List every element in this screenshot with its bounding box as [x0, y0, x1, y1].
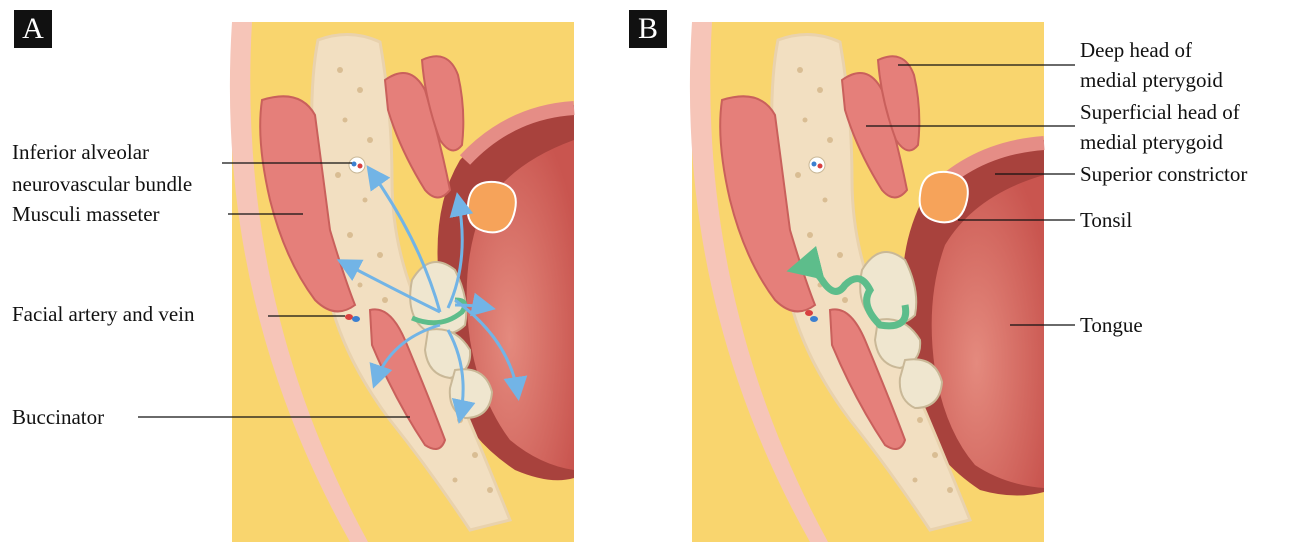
tonsil-b	[920, 172, 968, 222]
panel-label-a: A	[14, 10, 52, 48]
panel-b-drawing	[690, 22, 1044, 542]
label-deep-head-line1: Deep head of	[1080, 38, 1192, 62]
label-inferior-alveolar-line1: Inferior alveolar	[12, 140, 149, 164]
inferior-alveolar-bundle-b	[809, 157, 825, 173]
label-inferior-alveolar-line2: neurovascular bundle	[12, 172, 192, 196]
label-superficial-head-line1: Superficial head of	[1080, 100, 1240, 124]
tonsil-a	[468, 182, 516, 232]
panel-a-drawing	[230, 22, 574, 542]
label-deep-head-line2: medial pterygoid	[1080, 68, 1223, 92]
facial-artery-b	[805, 310, 813, 316]
label-superior-constrictor: Superior constrictor	[1080, 162, 1247, 186]
inferior-alveolar-bundle-a	[349, 157, 365, 173]
label-tonsil: Tonsil	[1080, 208, 1132, 232]
facial-vein-a	[352, 316, 360, 322]
panel-label-b: B	[629, 10, 667, 48]
label-masseter: Musculi masseter	[12, 202, 160, 226]
facial-artery-a	[345, 314, 353, 320]
facial-vein-b	[810, 316, 818, 322]
label-tongue: Tongue	[1080, 313, 1143, 337]
label-facial-artery-vein: Facial artery and vein	[12, 302, 195, 326]
label-superficial-head-line2: medial pterygoid	[1080, 130, 1223, 154]
label-buccinator: Buccinator	[12, 405, 104, 429]
